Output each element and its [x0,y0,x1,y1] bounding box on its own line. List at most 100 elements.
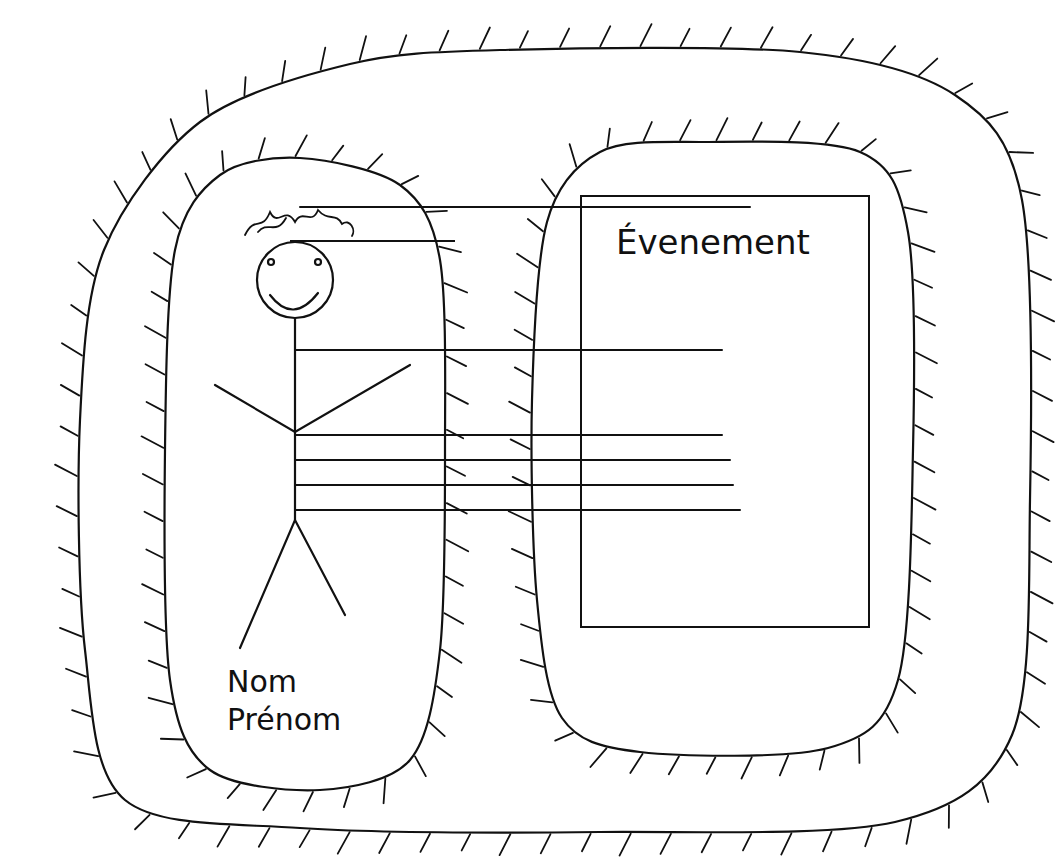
outer-tick [1030,271,1051,280]
outer-tick [55,465,77,476]
person-blob-tick [447,466,465,475]
outer-tick [582,834,591,851]
outer-tick [72,710,90,716]
outer-tick [721,28,731,47]
outer-tick [781,833,791,854]
event-blob-tick [630,754,642,773]
outer-tick [71,305,86,316]
person-blob-tick [145,326,166,338]
outer-tick [600,26,610,46]
outer-tick [1007,750,1017,765]
event-blob-tick [753,123,762,140]
event-blob-tick [906,643,921,653]
person-blob-tick [144,512,162,521]
person-blob-tick [147,402,164,411]
outer-tick [259,828,270,847]
outer-tick [702,834,711,852]
event-blob-tick [517,254,538,267]
event-blob-tick [570,144,577,167]
event-blob-tick [521,660,544,667]
outer-tick [206,91,208,114]
outer-tick [1010,151,1034,154]
person-blob-tick [437,686,452,697]
event-blob-tick [590,748,606,767]
event-blob-tick [680,120,690,140]
outer-tick [520,31,528,48]
event-blob-tick [716,118,727,140]
outer-tick [906,820,911,844]
person-blob-tick [446,320,464,328]
outer-tick [171,119,178,139]
event-blob-tick [915,462,935,473]
event-blob-tick [910,607,930,619]
outer-tick [1022,191,1040,196]
outer-tick [1033,391,1052,401]
person-blob-tick [187,769,206,777]
outer-tick [218,826,230,846]
event-blob-tick [862,139,876,151]
event-blob-tick [886,713,898,732]
outer-tick [661,834,671,854]
event-blob-tick [912,571,931,582]
person-blob: Nom Prénom [165,155,450,790]
smile [270,293,318,310]
event-blob-tick [512,549,533,558]
outer-tick [282,61,285,81]
person-blob-tick [145,622,165,631]
outer-tick [115,181,127,202]
person-blob-tick [447,503,467,513]
event-blob-tick [528,219,543,231]
blob-outline-path [164,158,445,791]
outer-tick [135,815,150,829]
person-blob-tick [444,283,467,292]
person-blob-tick [259,138,265,159]
outer-tick [743,834,751,850]
event-blob-tick [914,498,936,510]
head [257,242,333,318]
person-blob-tick [303,792,312,811]
outer-tick [338,832,350,853]
event-blob-tick [858,738,860,763]
person-blob-tick [143,474,163,484]
outer-tick [94,220,108,238]
event-blob [532,142,915,756]
outer-tick [399,35,406,53]
outer-tick [480,28,490,49]
outer-tick [94,793,116,798]
outer-tick [78,262,93,275]
blob-outline [165,155,450,790]
outer-tick [620,834,631,856]
outer-tick [1032,311,1054,322]
outer-tick [500,834,511,855]
outer-tick [62,589,79,597]
outer-tick [1032,512,1050,522]
outer-tick [841,39,853,56]
event-blob-tick [916,389,932,398]
outer-tick [1032,471,1048,480]
eye [315,259,321,265]
event-blob-tick [531,700,552,702]
event-blob-tick [820,751,825,770]
person-blob-tick [384,779,386,804]
outer-tick [1028,230,1047,238]
event-blob-tick [669,756,679,774]
outer-tick [823,832,832,852]
person-blob-tick [344,789,350,808]
person-blob-tick [427,210,447,213]
outer-tick [640,24,651,46]
event-document: Évenement [580,195,870,628]
outer-tick [462,834,470,850]
link-line [295,509,740,511]
person-blob-tick [332,146,343,161]
outer-tick [987,112,1008,118]
person-blob-tick [222,151,223,170]
person-name: Nom Prénom [227,663,367,738]
outer-tick [541,834,551,853]
outer-tick [74,751,98,756]
outer-tick [66,669,86,677]
event-blob-tick [826,123,839,143]
outer-tick [61,385,80,396]
person-blob-tick [185,173,196,195]
outer-tick [1027,672,1045,684]
